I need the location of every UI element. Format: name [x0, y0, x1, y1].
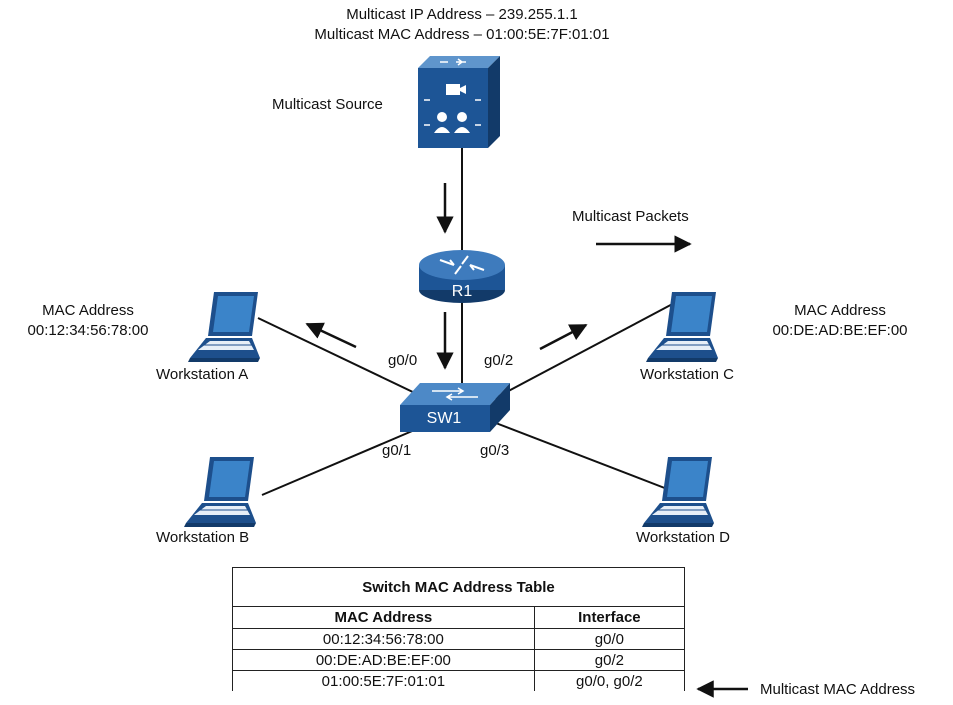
router-label: R1: [451, 283, 473, 300]
interface-g0-3: g0/3: [480, 442, 510, 459]
arrow-to-workstation-a: [305, 322, 357, 349]
workstation-c-mac: 00:DE:AD:BE:EF:00: [772, 322, 908, 339]
table-header-mac-address: MAC Address: [232, 606, 535, 629]
link-sw1-workstation-d: [487, 419, 676, 493]
switch-mac-address-table: Switch MAC Address Table MAC Address Int…: [232, 567, 686, 691]
workstation-d-laptop-icon: [641, 456, 715, 528]
workstation-b-label: Workstation B: [156, 529, 250, 546]
switch-label: SW1: [426, 410, 462, 427]
workstation-c-mac-title: MAC Address: [794, 302, 886, 319]
workstation-c-label: Workstation C: [640, 366, 734, 383]
workstation-a-mac: 00:12:34:56:78:00: [27, 322, 149, 339]
table-pointer-label: Multicast MAC Address: [760, 681, 916, 698]
table-cell-mac: 01:00:5E:7F:01:01: [232, 670, 535, 691]
workstation-b-laptop-icon: [183, 456, 257, 528]
source-label: Multicast Source: [272, 96, 383, 113]
source-mac-address: Multicast MAC Address – 01:00:5E:7F:01:0…: [314, 26, 610, 43]
multicast-packets-label: Multicast Packets: [572, 208, 689, 225]
workstation-c-laptop-icon: [645, 291, 719, 363]
switch-sw1-icon: [400, 383, 510, 432]
table-cell-mac: 00:12:34:56:78:00: [232, 628, 535, 650]
workstation-d-label: Workstation D: [636, 529, 730, 546]
interface-g0-0: g0/0: [388, 352, 418, 369]
interface-g0-2: g0/2: [484, 352, 514, 369]
workstation-a-label: Workstation A: [156, 366, 249, 383]
table-cell-interface: g0/0: [533, 628, 686, 650]
router-r1-icon: [419, 250, 505, 303]
table-cell-interface: g0/2: [533, 649, 686, 671]
table-row: 00:DE:AD:BE:EF:00 g0/2: [232, 649, 686, 671]
table-cell-interface: g0/0, g0/2: [533, 670, 686, 691]
multicast-source-icon: [418, 56, 500, 148]
workstation-a-mac-title: MAC Address: [42, 302, 134, 319]
interface-g0-1: g0/1: [382, 442, 412, 459]
arrow-to-workstation-c: [539, 323, 588, 351]
table-header-interface: Interface: [533, 606, 686, 629]
workstation-a-laptop-icon: [187, 291, 261, 363]
link-sw1-workstation-a: [257, 317, 441, 406]
link-sw1-workstation-b: [261, 419, 439, 496]
table-row: 00:12:34:56:78:00 g0/0: [232, 628, 686, 650]
table-title: Switch MAC Address Table: [232, 567, 685, 607]
source-ip-address: Multicast IP Address – 239.255.1.1: [346, 6, 578, 23]
link-sw1-workstation-c: [481, 299, 681, 406]
table-row: 01:00:5E:7F:01:01 g0/0, g0/2: [232, 670, 686, 691]
table-cell-mac: 00:DE:AD:BE:EF:00: [232, 649, 535, 671]
